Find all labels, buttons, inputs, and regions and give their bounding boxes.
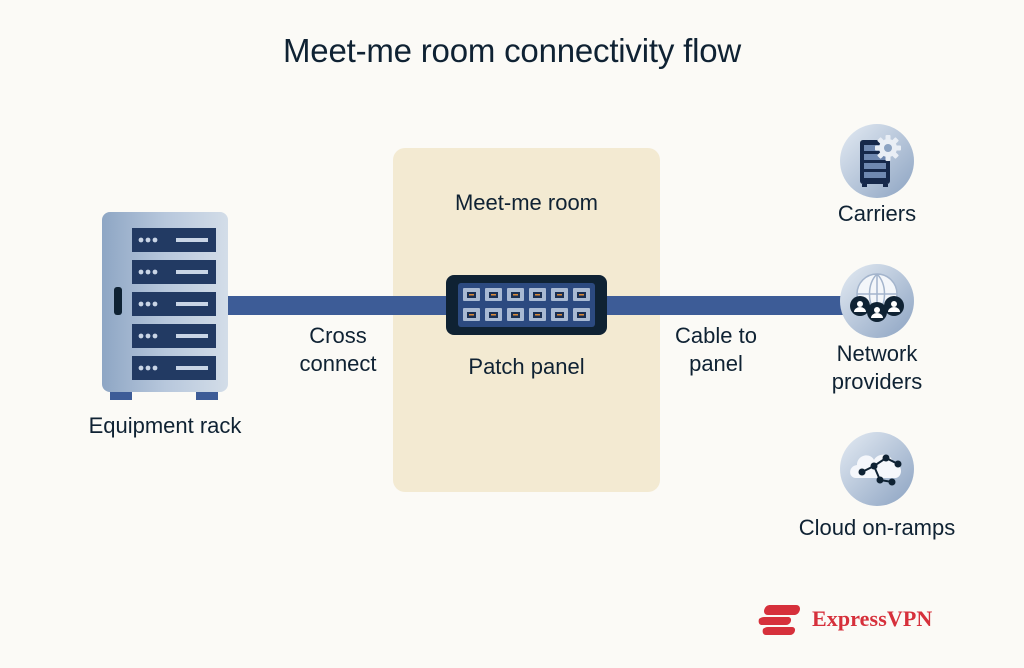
patch-panel-icon [446, 275, 607, 335]
cable-to-panel [600, 296, 848, 315]
equipment-rack-icon [102, 212, 228, 400]
cross-connect-label: Cross connect [278, 322, 398, 378]
network-providers-label: Network providers [790, 340, 964, 396]
brand-name: ExpressVPN [812, 606, 933, 631]
cable-to-panel-label-line2: panel [689, 351, 743, 376]
cable-to-panel-label-line1: Cable to [675, 323, 757, 348]
patch-panel-label: Patch panel [468, 354, 585, 379]
diagram-title: Meet-me room connectivity flow [283, 32, 741, 69]
expressvpn-logo-icon [758, 605, 800, 635]
cross-connect-label-line2: connect [299, 351, 377, 376]
network-providers-icon [840, 264, 914, 338]
carriers-label: Carriers [837, 201, 917, 226]
cloud-icon [840, 432, 914, 506]
carriers-icon [840, 124, 914, 198]
equipment-rack-label: Equipment rack [88, 413, 242, 438]
cable-to-panel-label: Cable to panel [656, 322, 776, 378]
cloud-on-ramps-label: Cloud on-ramps [798, 515, 956, 540]
cross-connect-cable [226, 296, 452, 315]
network-providers-label-line1: Network [836, 341, 918, 366]
cross-connect-label-line1: Cross [309, 323, 367, 348]
meet-me-room-label: Meet-me room [454, 190, 599, 215]
network-providers-label-line2: providers [831, 369, 923, 394]
